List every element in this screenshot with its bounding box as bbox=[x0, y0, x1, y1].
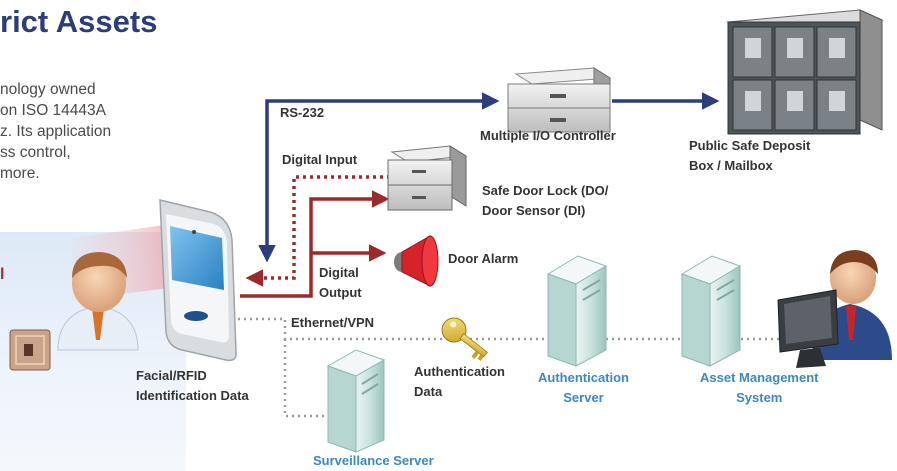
label-line: Server bbox=[563, 390, 604, 405]
description-line: on ISO 14443A bbox=[0, 102, 106, 119]
door-alarm-label: Door Alarm bbox=[448, 249, 518, 269]
label-line: Door Sensor (DI) bbox=[482, 203, 586, 218]
label-line: Asset Management bbox=[700, 370, 819, 385]
safe-deposit-lockers-icon bbox=[726, 9, 884, 135]
digital-input-link bbox=[245, 175, 390, 287]
deposit-box-label: Public Safe Deposit Box / Mailbox bbox=[689, 136, 810, 176]
label-line: Output bbox=[319, 285, 362, 300]
drawer-cabinet-icon bbox=[387, 145, 468, 211]
surveillance-server-label: Surveillance Server bbox=[313, 451, 434, 471]
description-text: nology owned on ISO 14443A z. Its applic… bbox=[0, 79, 111, 184]
server-tower-icon bbox=[546, 255, 608, 367]
io-controller-box-icon bbox=[507, 67, 612, 133]
label-line: Box / Mailbox bbox=[689, 158, 773, 173]
surveillance-link bbox=[283, 339, 330, 418]
auth-data-label: Authentication Data bbox=[414, 362, 505, 402]
face-recognition-terminal-icon bbox=[159, 199, 237, 362]
label-line: Authentication bbox=[414, 364, 505, 379]
page-title: rict Assets bbox=[0, 4, 158, 39]
label-line: Data bbox=[414, 384, 443, 399]
label-line: Surveillance Server bbox=[313, 453, 434, 468]
server-tower-icon bbox=[326, 349, 386, 453]
operator-at-computer-icon bbox=[777, 250, 892, 368]
label-line: Identification Data bbox=[136, 388, 249, 403]
label-line: System bbox=[736, 390, 783, 405]
description-line: z. Its application bbox=[0, 123, 112, 140]
digital-input-label: Digital Input bbox=[282, 152, 358, 167]
description-line: more. bbox=[0, 165, 40, 182]
multiple-io-label: Multiple I/O Controller bbox=[480, 126, 616, 146]
label-line: Facial/RFID bbox=[136, 368, 207, 383]
label-line: Multiple I/O Controller bbox=[480, 128, 616, 143]
label-line: Door Alarm bbox=[448, 251, 519, 266]
side-heading-fragment: l bbox=[0, 266, 5, 283]
person-icon bbox=[57, 252, 139, 351]
asset-management-label: Asset Management System bbox=[700, 368, 818, 408]
label-line: Digital bbox=[319, 265, 359, 280]
digital-output-lock-link bbox=[240, 190, 390, 298]
rs232-label: RS-232 bbox=[280, 105, 325, 120]
rfid-card-icon bbox=[9, 329, 51, 371]
safe-door-label: Safe Door Lock (DO/ Door Sensor (DI) bbox=[482, 181, 608, 221]
digital-output-label: Digital Output bbox=[319, 263, 362, 303]
ethernet-link bbox=[238, 317, 560, 341]
rs232-link bbox=[258, 92, 500, 263]
description-line: nology owned bbox=[0, 81, 96, 98]
label-line: Authentication bbox=[538, 370, 629, 385]
server-tower-icon bbox=[680, 255, 742, 367]
label-line: Safe Door Lock (DO/ bbox=[482, 183, 609, 198]
label-line: Public Safe Deposit bbox=[689, 138, 811, 153]
auth-server-label: Authentication Server bbox=[538, 368, 629, 408]
description-line: ss control, bbox=[0, 144, 71, 161]
alarm-speaker-icon bbox=[394, 235, 439, 287]
facial-rfid-label: Facial/RFID Identification Data bbox=[136, 366, 249, 406]
key-icon bbox=[441, 317, 488, 361]
ethernet-label: Ethernet/VPN bbox=[291, 315, 375, 330]
